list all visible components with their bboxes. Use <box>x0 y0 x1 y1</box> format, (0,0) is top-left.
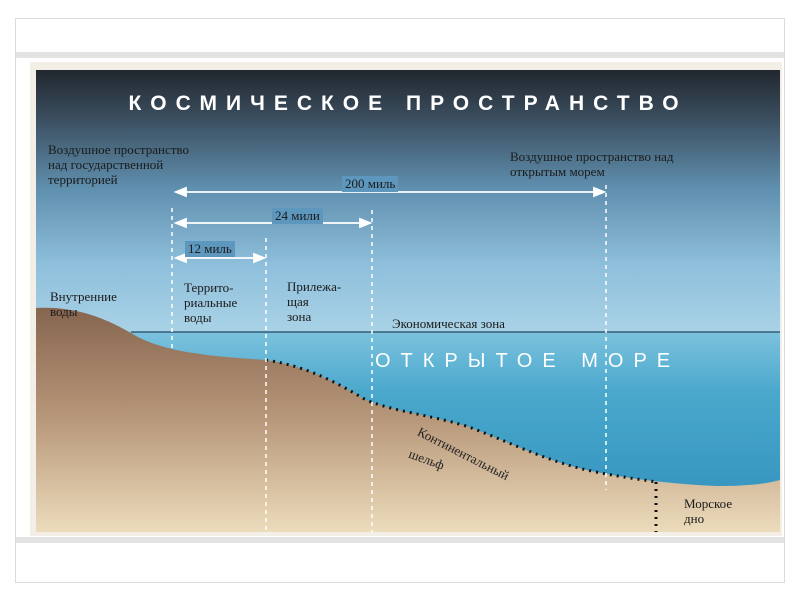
land-profile <box>36 307 780 532</box>
internal-waters-label: Внутренние воды <box>50 289 117 319</box>
distance-24-label: 24 мили <box>272 208 323 224</box>
maritime-zones-diagram <box>36 70 780 532</box>
bottom-rule <box>16 537 784 543</box>
seabed-label: Морское дно <box>684 496 733 526</box>
continental-shelf-edge <box>265 358 657 484</box>
contiguous-zone-label: Прилежа- щая зона <box>287 279 342 324</box>
sky <box>36 70 780 332</box>
top-rule <box>16 52 784 58</box>
arrow-12-miles <box>173 252 267 264</box>
airspace-state-label: Воздушное пространство над государственн… <box>48 142 189 187</box>
arrow-200-miles <box>173 186 607 198</box>
slide-frame <box>15 18 785 583</box>
outer-space-title: КОСМИЧЕСКОЕ ПРОСТРАНСТВО <box>128 92 688 115</box>
open-sea-label: ОТКРЫТОЕ МОРЕ <box>375 350 681 372</box>
territorial-waters-label: Террито- риальные воды <box>184 280 238 325</box>
distance-12-label: 12 миль <box>185 241 235 257</box>
economic-zone-label: Экономическая зона <box>392 316 505 331</box>
distance-200-label: 200 миль <box>342 176 399 192</box>
airspace-open-sea-label: Воздушное пространство над открытым море… <box>510 149 674 179</box>
